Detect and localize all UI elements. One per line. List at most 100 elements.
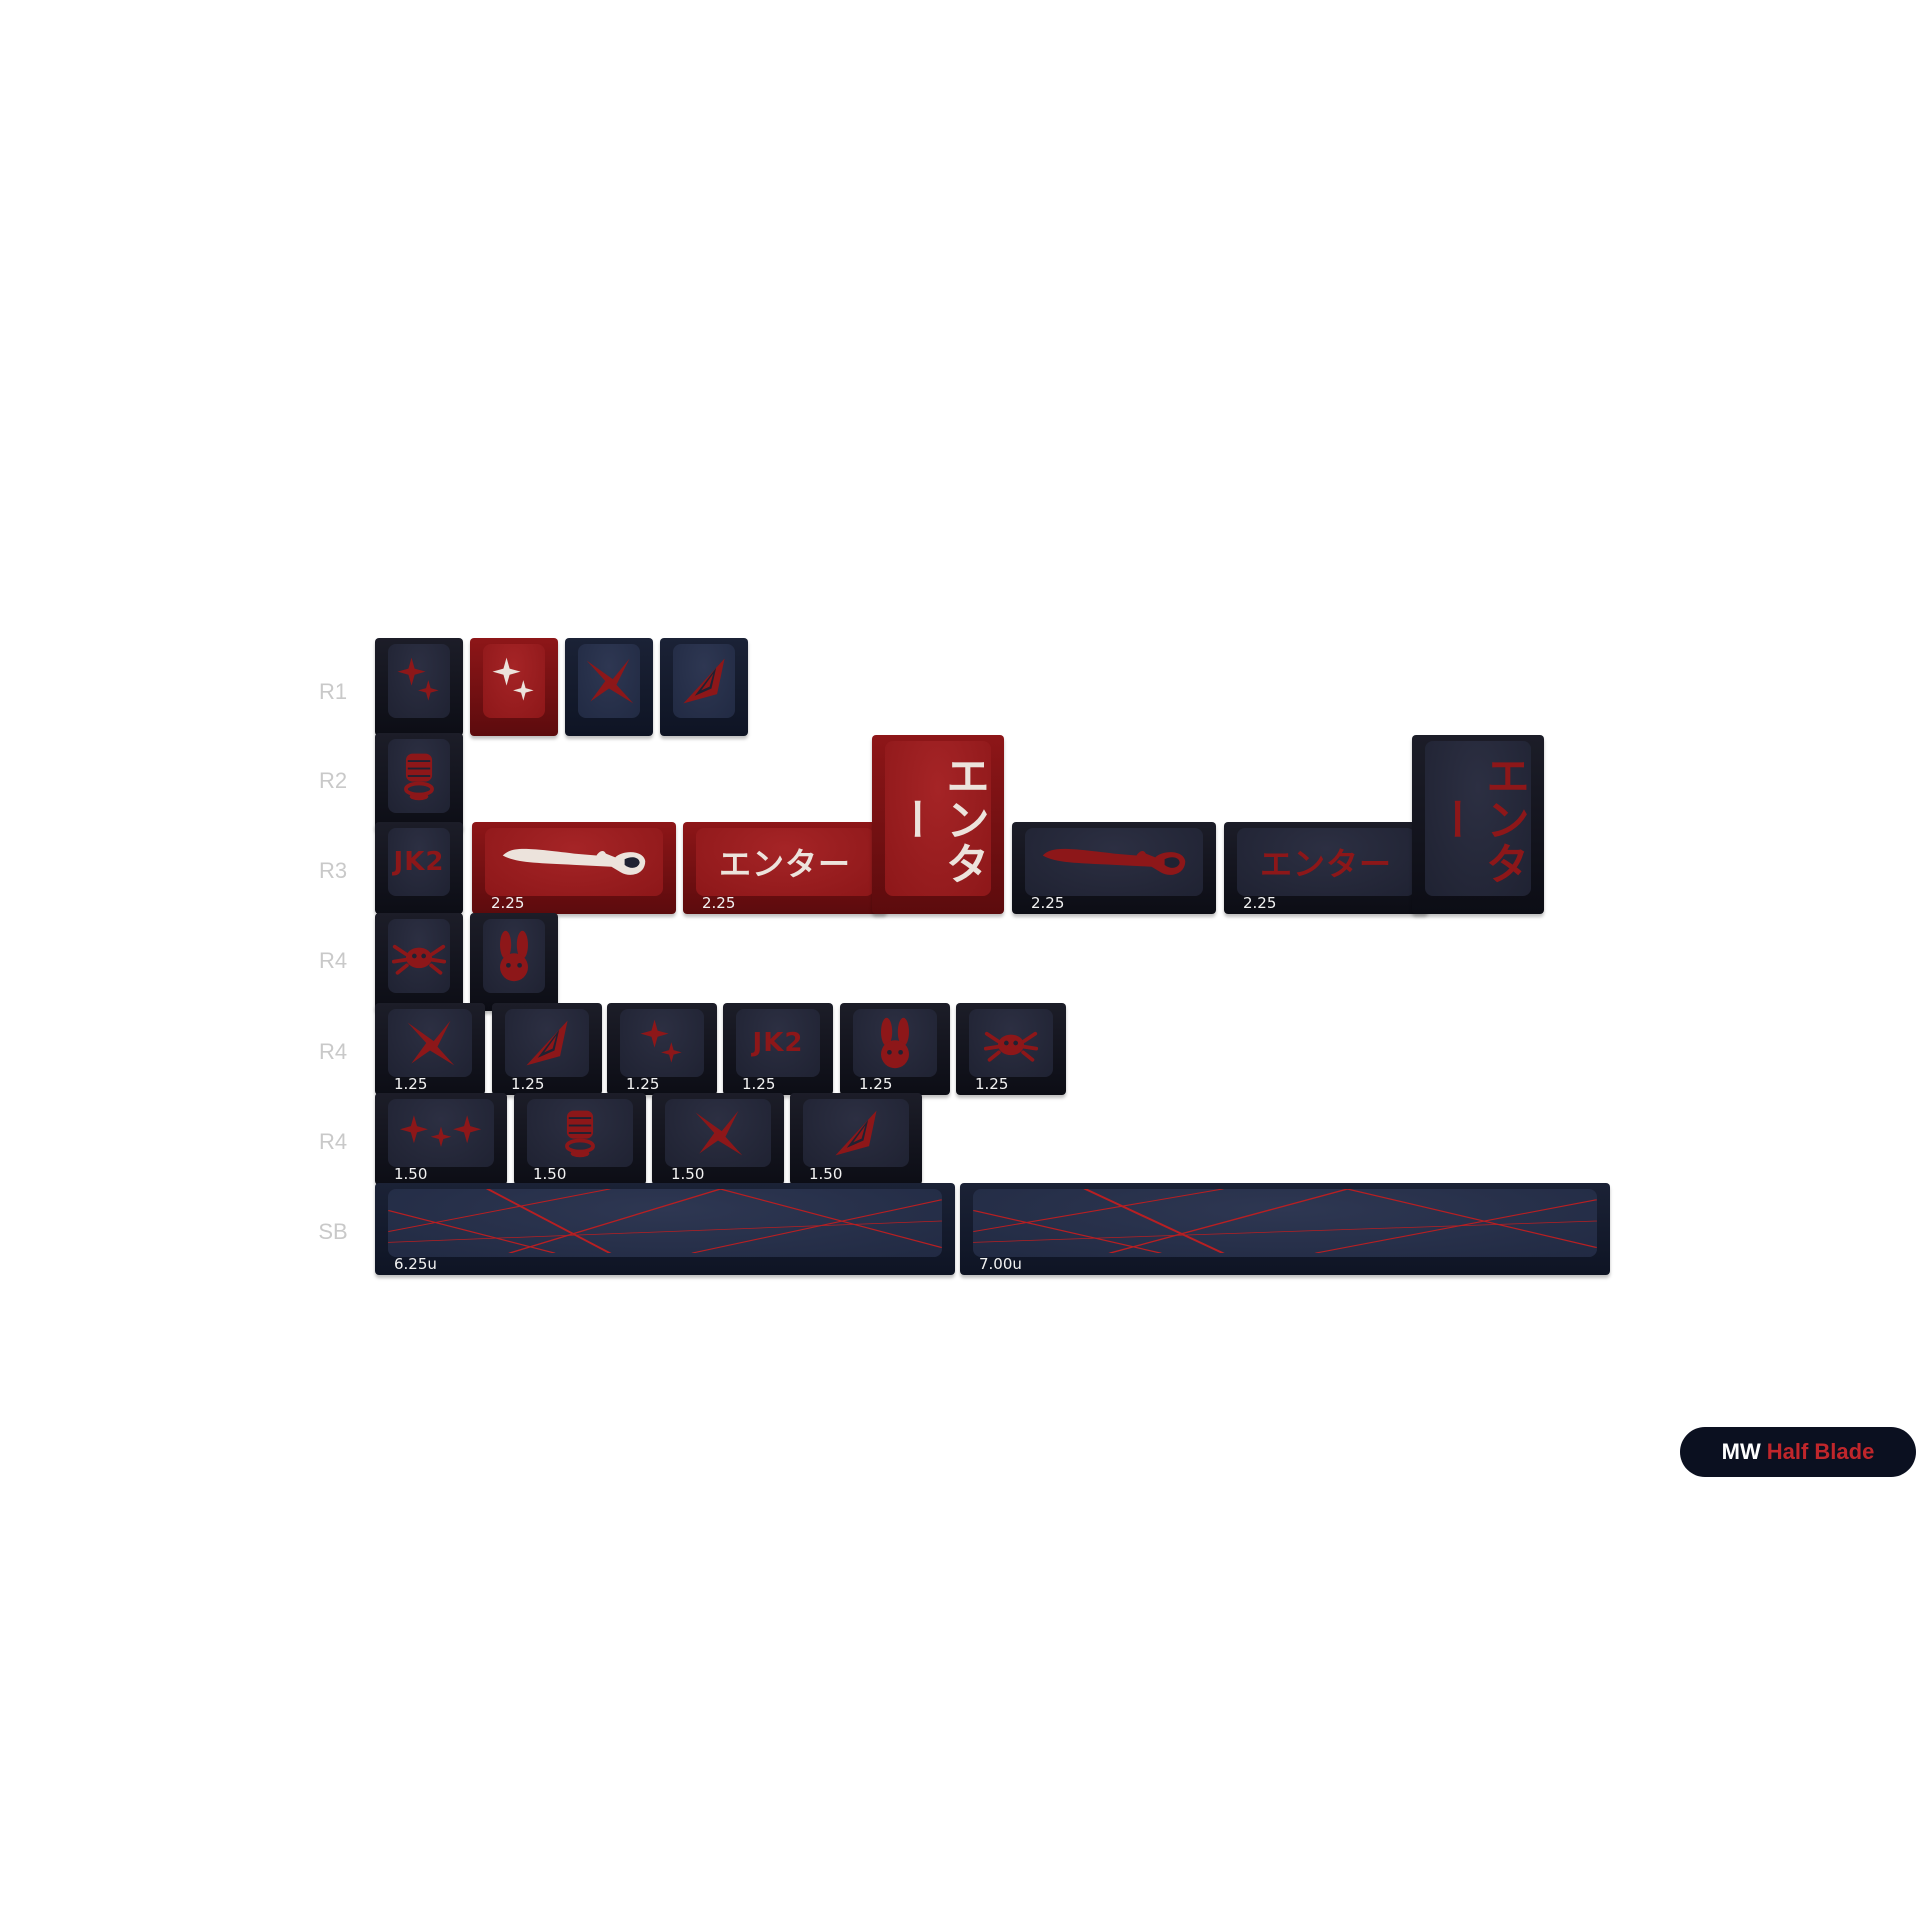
keycap-top: エンター <box>1425 741 1531 896</box>
legend-text: エンター <box>718 845 851 883</box>
keycap: 1.50 <box>652 1093 784 1185</box>
keycap-legend <box>803 1099 909 1167</box>
keycap-legend <box>505 1009 589 1077</box>
keycap-top <box>388 919 450 993</box>
keycap: 1.25 <box>375 1003 485 1095</box>
row-label-r1: R1 <box>318 679 348 704</box>
legend-text: エンター <box>1259 845 1392 883</box>
keycap: 2.25 <box>1012 822 1216 914</box>
row-label-r2: R2 <box>318 768 348 793</box>
keycap-size-label: 1.25 <box>394 1075 428 1093</box>
row-label-r4: R4 <box>318 1039 348 1064</box>
keycap: JK2 <box>375 822 463 914</box>
sparkle-icon <box>492 657 534 701</box>
keycap-top <box>1025 828 1203 896</box>
legend-text: JK2 <box>752 1028 804 1058</box>
legend-text: エンター <box>1428 752 1529 885</box>
keycap-size-label: 1.25 <box>511 1075 545 1093</box>
row-label-r4: R4 <box>318 948 348 973</box>
fist-icon <box>404 753 434 801</box>
red-lines-icon <box>971 1188 1599 1254</box>
keycap-top <box>505 1009 589 1077</box>
keycap-legend <box>388 919 450 993</box>
keycap-top <box>485 828 663 896</box>
keycap: 2.25 <box>472 822 676 914</box>
keycap: エンター <box>1412 735 1544 914</box>
cross-slash-icon <box>586 658 634 704</box>
keycap-top <box>483 644 545 718</box>
keycap-top <box>483 919 545 993</box>
keycap-size-label: 1.50 <box>394 1165 428 1183</box>
keycap: エンター 2.25 <box>1224 822 1428 914</box>
keycap-top: エンター <box>885 741 991 896</box>
keycap-top <box>673 644 735 718</box>
keycap-legend <box>620 1009 704 1077</box>
scissor-blade-icon <box>1042 848 1186 875</box>
keycap-top <box>527 1099 633 1167</box>
keycap-legend <box>969 1009 1053 1077</box>
keycap-legend <box>388 739 450 813</box>
keycap: JK2 1.25 <box>723 1003 833 1095</box>
keycap: 1.25 <box>956 1003 1066 1095</box>
badge-kit-name: Half Blade <box>1766 1439 1875 1464</box>
keycap: 6.25u <box>375 1183 955 1275</box>
spacebar-pattern <box>971 1188 1599 1254</box>
keycap-top: エンター <box>696 828 874 896</box>
keycap: 1.50 <box>790 1093 922 1185</box>
keycap <box>375 913 463 1011</box>
keycap-legend <box>388 1099 494 1167</box>
keycap: 1.25 <box>840 1003 950 1095</box>
legend-text: JK2 <box>393 847 445 877</box>
keycap <box>375 733 463 831</box>
keycap-size-label: 2.25 <box>702 894 736 912</box>
keycap-top <box>388 1099 494 1167</box>
keycap-top <box>853 1009 937 1077</box>
keycap: 1.25 <box>607 1003 717 1095</box>
keycap <box>470 638 558 736</box>
keycap-legend <box>1025 828 1203 896</box>
keycap-size-label: 2.25 <box>1031 894 1065 912</box>
keycap: 1.50 <box>375 1093 507 1185</box>
keycap-top <box>620 1009 704 1077</box>
keycap-size-label: 2.25 <box>1243 894 1277 912</box>
triple-sparkle-icon <box>399 1115 482 1147</box>
scissor-blade-icon <box>502 848 646 875</box>
spacebar-pattern <box>386 1188 944 1254</box>
keycap-size-label: 1.25 <box>975 1075 1009 1093</box>
keycap-size-label: 2.25 <box>491 894 525 912</box>
keycap-legend <box>388 644 450 718</box>
keycap-size-label: 1.50 <box>809 1165 843 1183</box>
legend-text: エンター <box>888 752 989 885</box>
keycap: 7.00u <box>960 1183 1610 1275</box>
badge-brand: MW <box>1721 1439 1761 1464</box>
keycap-legend: エンター <box>696 828 874 896</box>
keycap-legend <box>483 644 545 718</box>
keycap-top <box>388 1009 472 1077</box>
keycap-legend <box>388 1009 472 1077</box>
eye-slash-icon <box>683 658 725 704</box>
keycap: エンター <box>872 735 1004 914</box>
sparkle-icon <box>640 1019 682 1063</box>
keycap-legend: エンター <box>1237 828 1415 896</box>
keycap-size-label: 1.50 <box>671 1165 705 1183</box>
keycap-legend <box>665 1099 771 1167</box>
keycap: 1.25 <box>492 1003 602 1095</box>
keycap-size-label: 6.25u <box>394 1255 437 1273</box>
keycap-legend: エンター <box>885 741 991 896</box>
keycap-legend <box>578 644 640 718</box>
keycap-legend <box>853 1009 937 1077</box>
keycap: 1.50 <box>514 1093 646 1185</box>
keycap <box>565 638 653 736</box>
keycap-size-label: 1.50 <box>533 1165 567 1183</box>
keycap-legend <box>527 1099 633 1167</box>
keycap-size-label: 1.25 <box>742 1075 776 1093</box>
keycap-legend <box>673 644 735 718</box>
keycap-legend <box>483 919 545 993</box>
red-lines-icon <box>386 1188 944 1254</box>
kit-badge: MW Half Blade <box>1680 1427 1916 1477</box>
bunny-icon <box>500 930 528 982</box>
bunny-icon <box>881 1017 909 1069</box>
keycap-top: JK2 <box>736 1009 820 1077</box>
keycap-size-label: 1.25 <box>859 1075 893 1093</box>
keycap-top: JK2 <box>388 828 450 896</box>
